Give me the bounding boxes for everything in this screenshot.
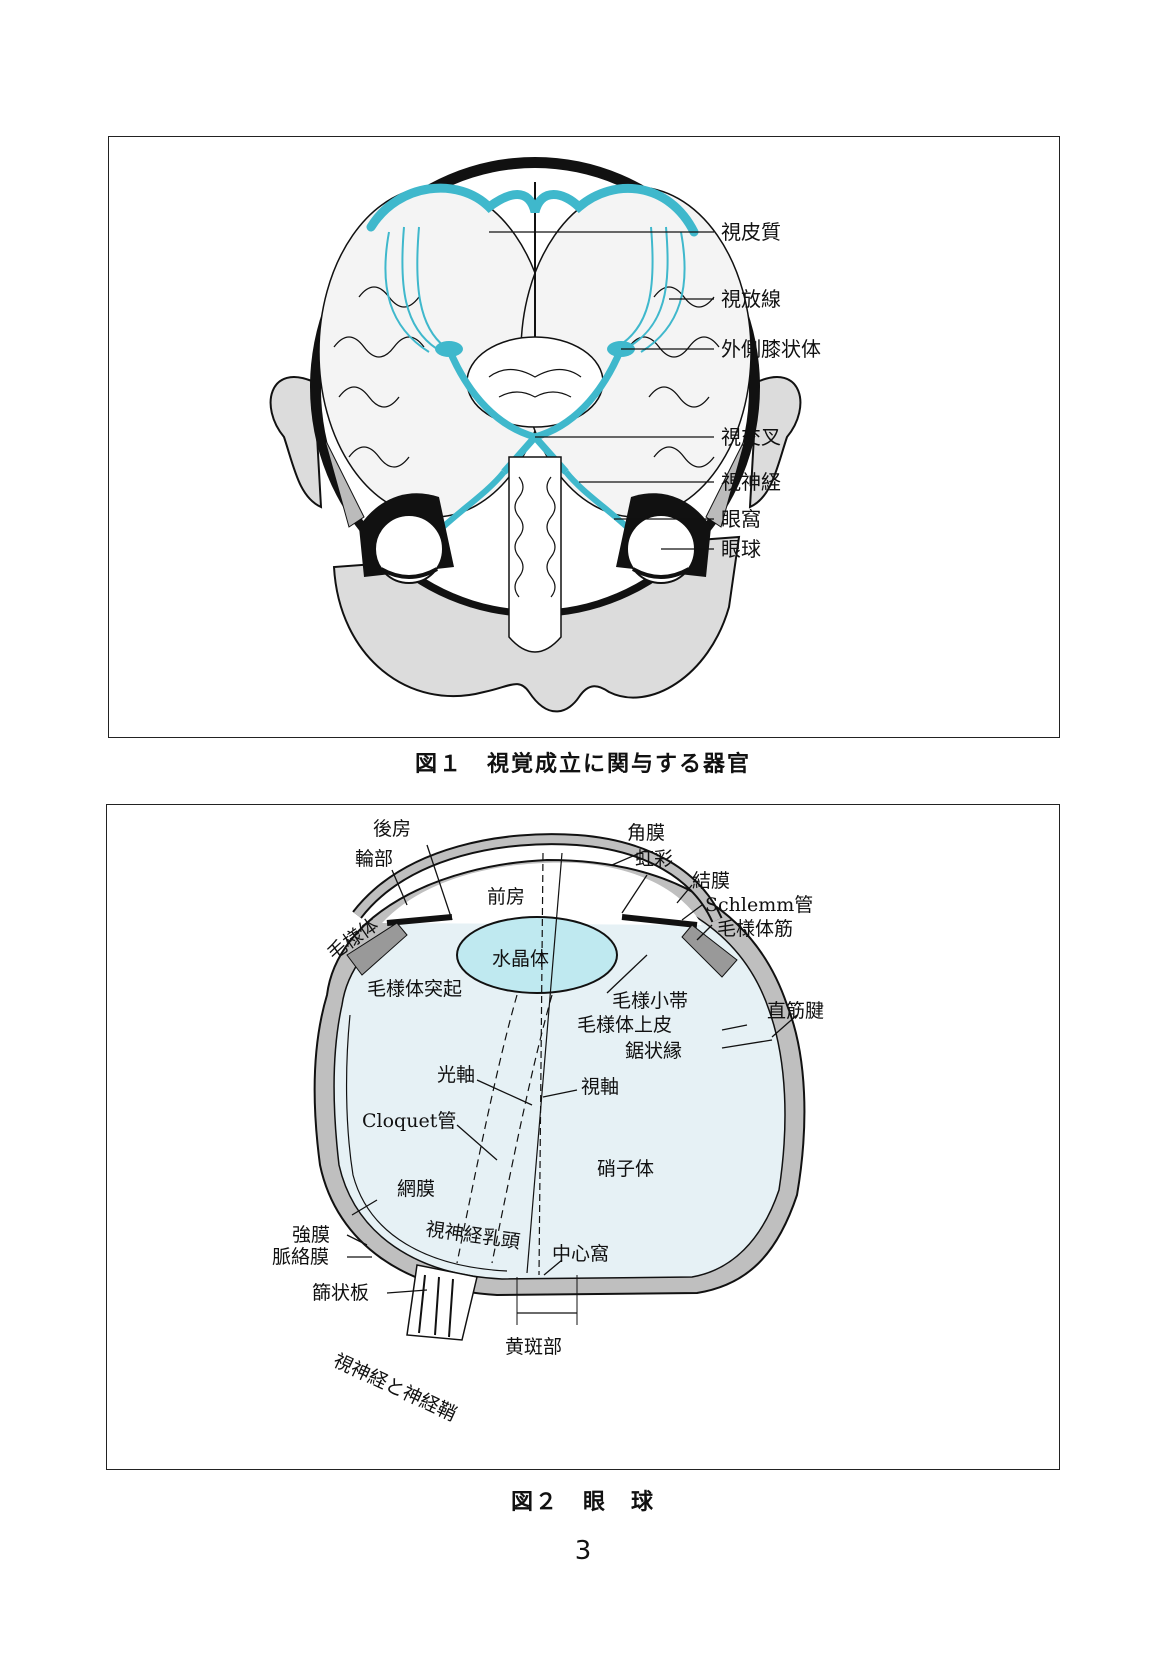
figure-1-frame: 視皮質 視放線 外側膝状体 視交叉 視神経 眼窩 眼球 (108, 136, 1060, 738)
label-zonule: 毛様小帯 (612, 990, 688, 1012)
leader-sclera (346, 1234, 368, 1246)
leader-iris (621, 874, 648, 914)
leader-visual-axis (542, 1089, 578, 1098)
label-optic-nerve: 視神経 (721, 470, 781, 494)
retina-line (345, 1014, 508, 1272)
label-orbit: 眼窩 (721, 507, 761, 531)
ciliary-body-left (346, 922, 408, 976)
leader-fovea (543, 1259, 563, 1276)
label-eyeball: 眼球 (721, 537, 761, 561)
figure-2-caption: 図２ 眼 球 (510, 1490, 655, 1515)
optic-radiation-left (384, 226, 446, 353)
leader-conjunctiva (676, 884, 693, 904)
visual-axis-line (538, 852, 544, 1276)
iris-left (386, 914, 453, 926)
leader-cornea (611, 849, 648, 866)
ciliary-body-right (681, 924, 738, 978)
label-visual-axis: 視軸 (581, 1076, 619, 1098)
leader-epithelium (721, 1024, 748, 1031)
label-pars-plana: 輪部 (355, 848, 393, 870)
head-cross-section-illustration: 視皮質 視放線 外側膝状体 視交叉 視神経 眼窩 眼球 (269, 157, 821, 713)
temporal-muscle-right (705, 436, 747, 528)
anterior-chamber-area (382, 862, 702, 925)
cornea-inner (353, 835, 721, 922)
leader-zonule (606, 954, 648, 994)
label-fovea: 中心窩 (552, 1243, 609, 1265)
label-sclera: 強膜 (292, 1224, 330, 1246)
label-iris: 虹彩 (635, 848, 673, 870)
label-ciliary-process: 毛様体突起 (367, 978, 462, 1000)
optic-radiation-right (616, 226, 686, 353)
left-ear (269, 376, 323, 509)
label-vitreous: 硝子体 (597, 1158, 654, 1180)
lens-shape (456, 916, 618, 994)
leader-optical-axis (476, 1079, 533, 1106)
leader-cloquet (456, 1124, 498, 1161)
nasal-cavity (508, 456, 562, 653)
label-ora: 鋸状縁 (625, 1040, 682, 1062)
leader-schlemm (681, 904, 703, 921)
label-lgb: 外側膝状体 (721, 337, 821, 361)
leader-lamina (386, 1289, 428, 1294)
label-ciliary-muscle: 毛様体筋 (717, 918, 793, 940)
label-macula: 黄斑部 (505, 1336, 562, 1358)
label-optical-axis: 光軸 (437, 1064, 475, 1086)
label-optic-radiation: 視放線 (721, 287, 781, 311)
figure-1-caption: 図１ 視覚成立に関与する器官 (414, 752, 751, 777)
label-anterior-chamber: 前房 (487, 886, 525, 908)
leader-rectus (771, 1014, 798, 1038)
label-rectus: 直筋腱 (767, 1000, 824, 1022)
label-conjunctiva: 結膜 (692, 870, 730, 892)
page-number: 3 (574, 1536, 592, 1566)
label-cornea: 角膜 (627, 822, 665, 844)
label-optic-nerve-sheath: 視神経と神経鞘 (330, 1350, 460, 1426)
cloquet-canal-lines (456, 994, 553, 1264)
label-posterior-chamber: 後房 (373, 818, 411, 840)
label-choroid: 脈絡膜 (272, 1246, 329, 1268)
visual-cortex-highlight (366, 183, 699, 237)
label-lens: 水晶体 (492, 948, 549, 970)
label-cloquet: Cloquet管 (362, 1110, 456, 1132)
leader-ciliary-muscle (696, 924, 713, 941)
figure-2-frame: 後房 輪部 毛様体 毛様体突起 前房 水晶体 角膜 虹彩 結膜 Schlemm管… (106, 804, 1060, 1470)
label-visual-cortex: 視皮質 (721, 220, 781, 244)
temporal-muscle-left (323, 436, 365, 528)
leader-pars-plana (391, 869, 408, 906)
right-ear (748, 376, 802, 509)
eye-lens-left (380, 567, 438, 579)
leader-ora (721, 1039, 773, 1049)
label-epithelium: 毛様体上皮 (577, 1014, 672, 1036)
leader-retina (351, 1199, 378, 1216)
eyeball-left (374, 514, 444, 584)
optic-nerve-stalk (406, 1264, 478, 1341)
label-schlemm: Schlemm管 (705, 894, 813, 916)
leader-posterior-chamber (426, 844, 453, 921)
iris-right (621, 914, 698, 928)
eye-lens-right (632, 567, 690, 579)
nasal-conchae (514, 476, 556, 598)
brainstem-folds (488, 368, 582, 398)
label-retina: 網膜 (397, 1178, 435, 1200)
optic-nerve-fibers (418, 1274, 454, 1338)
label-lamina: 篩状板 (312, 1282, 369, 1304)
optical-axis-line (526, 852, 563, 1274)
eyeball-cross-section-illustration: 後房 輪部 毛様体 毛様体突起 前房 水晶体 角膜 虹彩 結膜 Schlemm管… (272, 818, 824, 1426)
label-optic-chiasm: 視交叉 (721, 425, 781, 449)
